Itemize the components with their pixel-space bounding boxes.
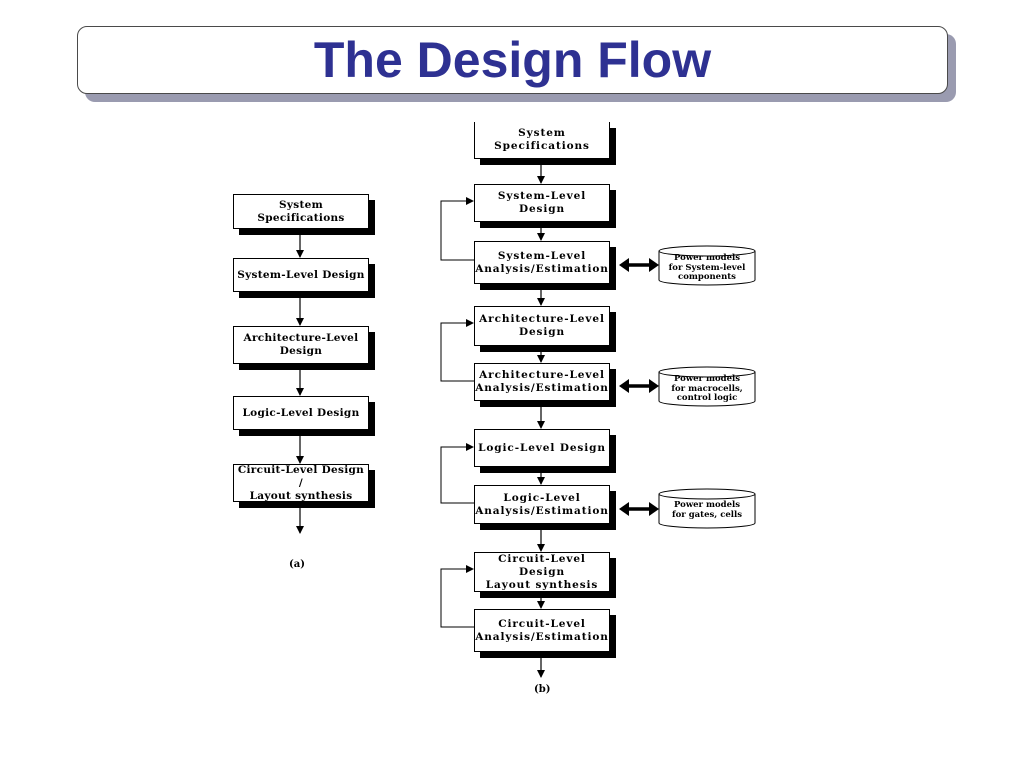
power-models-macrocells: Power models for macrocells, control log… [658,366,756,407]
power-models-system-level-label: Power models for System-level components [668,253,746,282]
flow-b-box-logic-level-analysis: Logic-Level Analysis/Estimation [474,485,610,524]
flow-a-box-system-level-design: System-Level Design [233,258,369,292]
power-models-macrocells-label: Power models for macrocells, control log… [671,374,743,403]
flow-b-box-system-specifications: System Specifications [474,122,610,159]
power-models-gates-label: Power models for gates, cells [671,500,743,520]
flow-a-box-circuit-level-design: Circuit-Level Design / Layout synthesis [233,464,369,502]
database-cylinder-icon [658,488,756,529]
flow-b-box-system-level-design: System-Level Design [474,184,610,222]
flow-b-feedback-loops [440,197,474,628]
flow-b-box-architecture-level-design: Architecture-Level Design [474,306,610,346]
flow-b-box-system-level-analysis: System-Level Analysis/Estimation [474,241,610,284]
power-link-system [619,258,659,272]
flow-b-box-logic-level-design: Logic-Level Design [474,429,610,467]
database-cylinder-icon [658,366,756,407]
flow-a-box-system-specifications: System Specifications [233,194,369,229]
flow-b-box-architecture-level-analysis: Architecture-Level Analysis/Estimation [474,363,610,401]
flow-a-box-logic-level-design: Logic-Level Design [233,396,369,430]
database-cylinder-icon [658,245,756,286]
flow-b-caption: (b) [534,684,551,695]
flow-b-box-circuit-level-design: Circuit-Level Design Layout synthesis [474,552,610,592]
slide-title: The Design Flow [313,32,712,88]
power-models-gates: Power models for gates, cells [658,488,756,529]
title-banner: The Design Flow [77,26,948,94]
power-models-system-level: Power models for System-level components [658,245,756,286]
flow-b-box-circuit-level-analysis: Circuit-Level Analysis/Estimation [474,609,610,652]
flow-a-caption: (a) [289,559,305,570]
power-link-architecture [619,379,659,393]
power-model-links [619,258,659,516]
flow-a-box-architecture-level-design: Architecture-Level Design [233,326,369,364]
feedback-loop-logic [440,443,474,504]
feedback-loop-circuit [440,565,474,628]
feedback-loop-system [440,197,474,261]
power-link-logic [619,502,659,516]
feedback-loop-architecture [440,319,474,382]
